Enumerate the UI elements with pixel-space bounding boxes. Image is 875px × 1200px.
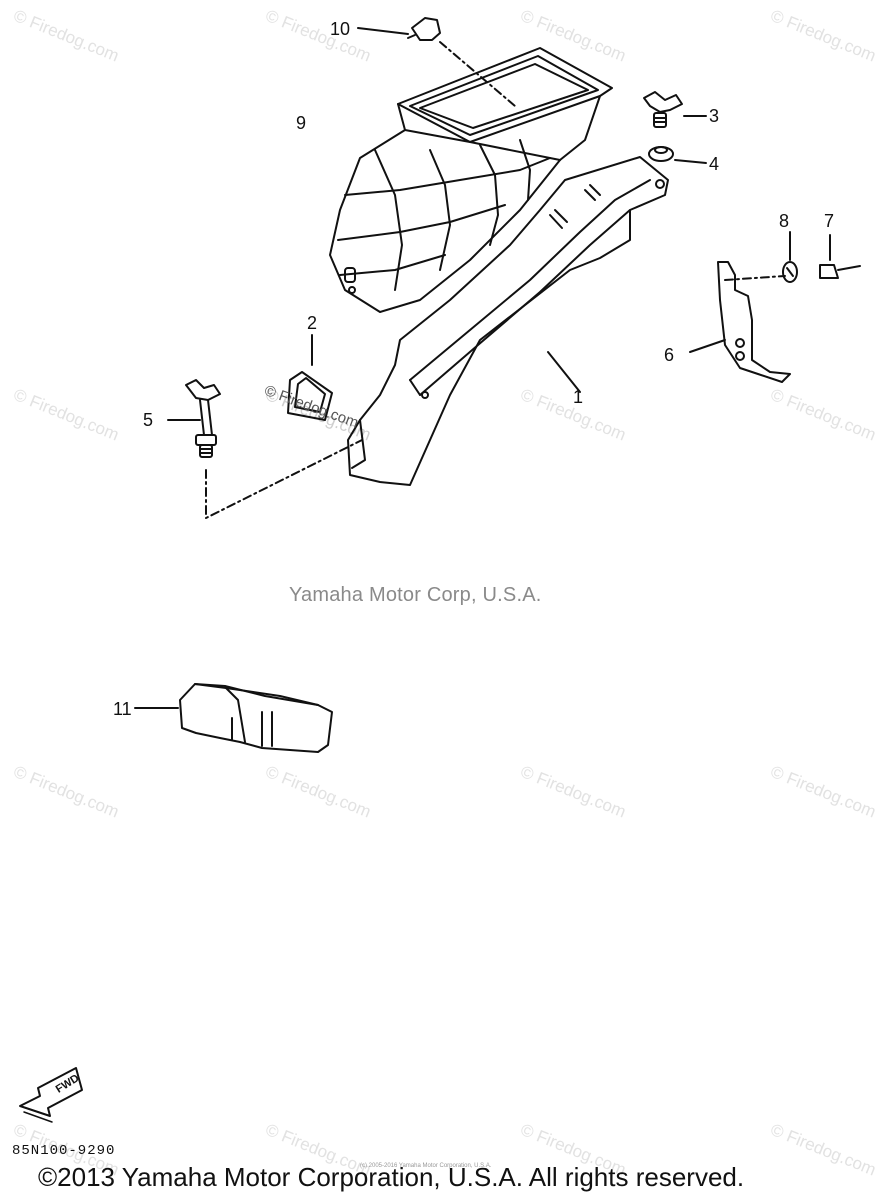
part-1-bracket-plate	[347, 156, 669, 486]
copyright-footer: ©2013 Yamaha Motor Corporation, U.S.A. A…	[38, 1162, 745, 1192]
callout-2: 2	[307, 313, 318, 333]
callout-7: 7	[824, 211, 835, 231]
part-5-long-bolt	[167, 379, 363, 519]
part-11-cushion	[134, 683, 333, 753]
callout-4: 4	[709, 154, 720, 174]
callout-9: 9	[296, 113, 307, 133]
part-3-wing-bolt	[643, 91, 707, 128]
callout-6: 6	[664, 345, 675, 365]
callout-5: 5	[143, 410, 154, 430]
brand-mark: Yamaha Motor Corp, U.S.A.	[289, 584, 542, 606]
diagram-code: 85N100-9290	[12, 1143, 116, 1159]
part-10-wing-bolt	[357, 17, 516, 107]
callout-1: 1	[573, 387, 584, 407]
callout-8: 8	[779, 211, 790, 231]
tiny-copyright-note: (c) 2005-2016 Yamaha Motor Corporation, …	[360, 1163, 492, 1169]
part-8-washer	[782, 231, 798, 283]
part-7-screw	[819, 234, 861, 279]
callout-3: 3	[709, 106, 720, 126]
part-2-gasket	[287, 334, 333, 421]
fwd-arrow-icon	[19, 1067, 83, 1123]
part-9-air-duct	[329, 47, 613, 313]
callout-11: 11	[113, 699, 132, 719]
part-4-grommet	[648, 146, 707, 164]
part-6-side-bracket	[689, 261, 791, 383]
callout-10: 10	[330, 19, 351, 39]
